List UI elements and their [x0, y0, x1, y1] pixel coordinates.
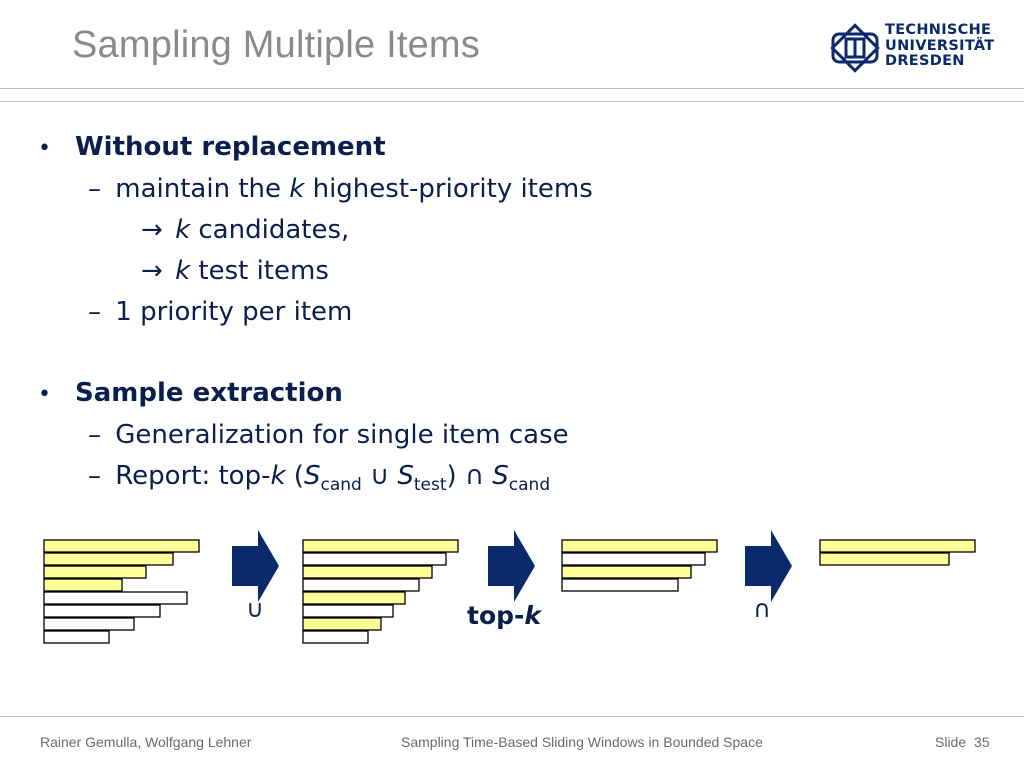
subscript-cand: cand: [320, 475, 362, 495]
bar-groups: [43, 539, 976, 644]
footer-slide-number: Slide 35: [935, 734, 990, 750]
header-rule-top: [0, 88, 1024, 89]
subscript-cand: cand: [508, 475, 551, 495]
priority-bar: [302, 565, 433, 579]
logo-wordmark: TECHNISCHE UNIVERSITÄT DRESDEN: [885, 22, 995, 70]
priority-bar: [302, 539, 459, 553]
logo-line-1: TECHNISCHE: [885, 22, 992, 38]
priority-bar: [302, 591, 406, 605]
arrow-intersect: ∩: [745, 530, 792, 623]
logo-line-3: DRESDEN: [885, 53, 965, 69]
priority-bar: [43, 565, 147, 579]
sub-bullet-generalization: – Generalization for single item case: [88, 420, 569, 450]
right-arrow-icon: →: [141, 215, 163, 245]
priority-bar: [43, 617, 135, 631]
k-variable: k: [175, 256, 191, 286]
union-operator: ∪: [246, 595, 264, 623]
text: maintain the: [115, 174, 290, 204]
priority-bar: [561, 565, 692, 579]
text: test items: [190, 256, 329, 286]
priority-bar: [43, 604, 161, 618]
intersect-symbol: ∩: [464, 461, 493, 491]
priority-bar: [302, 604, 394, 618]
slide-label: Slide: [935, 734, 967, 750]
dash: –: [88, 297, 101, 327]
arrow-union: ∪: [232, 530, 279, 623]
priority-bar: [302, 552, 447, 566]
text: candidates,: [190, 215, 350, 245]
priority-bar: [302, 617, 382, 631]
priority-bar: [302, 630, 369, 644]
subscript-test: test: [413, 475, 447, 495]
header-rule-bottom: [0, 101, 1024, 102]
s-variable: S: [397, 461, 414, 491]
s-variable: S: [492, 461, 509, 491]
text: 1 priority per item: [115, 297, 353, 327]
topk-operator: top-k: [467, 601, 542, 630]
priority-bar: [43, 630, 110, 644]
intersect-operator: ∩: [753, 595, 771, 623]
right-arrow-icon: [745, 530, 792, 602]
priority-bar: [819, 539, 976, 553]
k-variable: k: [270, 461, 286, 491]
topk-label: top-: [467, 601, 524, 630]
priority-bar: [561, 552, 706, 566]
bullet-sample-extraction: Sample extraction: [75, 378, 343, 408]
priority-bar: [43, 591, 188, 605]
slide-title: Sampling Multiple Items: [72, 24, 480, 66]
bullet-marker: •: [38, 382, 51, 407]
bullet-marker: •: [38, 136, 51, 161]
dash: –: [88, 420, 101, 450]
footer-rule: [0, 716, 1024, 717]
priority-bar: [43, 539, 200, 553]
k-variable: k: [289, 174, 305, 204]
text: ): [446, 461, 465, 491]
text: highest-priority items: [304, 174, 593, 204]
logo-line-2: UNIVERSITÄT: [885, 37, 995, 54]
sub-bullet-report: – Report: top-k (Scand ∪ Stest) ∩ Scand: [88, 461, 550, 495]
slide-number: 35: [974, 734, 990, 750]
dash: –: [88, 174, 101, 204]
priority-bar: [43, 552, 174, 566]
union-symbol: ∪: [361, 461, 398, 491]
dash: –: [88, 461, 101, 491]
text: Report: top-: [115, 461, 271, 491]
bullet-without-replacement: Without replacement: [75, 132, 386, 162]
right-arrow-icon: [232, 530, 279, 602]
right-arrow-icon: [488, 530, 535, 602]
priority-bar: [43, 578, 123, 592]
tu-dresden-logo: TECHNISCHE UNIVERSITÄT DRESDEN: [830, 22, 1000, 75]
k-variable: k: [175, 215, 191, 245]
arrow-line-candidates: → k candidates,: [141, 215, 349, 245]
tu-dresden-emblem-icon: [830, 23, 880, 73]
priority-bar: [561, 539, 718, 553]
k-variable: k: [524, 601, 542, 630]
sub-bullet-maintain-k: – maintain the k highest-priority items: [88, 174, 593, 204]
sub-bullet-priority: – 1 priority per item: [88, 297, 352, 327]
sampling-diagram: ∪ top-k ∩: [43, 530, 976, 644]
priority-bar: [819, 552, 950, 566]
arrow-line-test-items: → k test items: [141, 256, 329, 286]
footer-talk-title: Sampling Time-Based Sliding Windows in B…: [401, 734, 763, 750]
right-arrow-icon: →: [141, 256, 163, 286]
priority-bar: [561, 578, 679, 592]
priority-bar: [302, 578, 420, 592]
text: (: [285, 461, 304, 491]
footer-authors: Rainer Gemulla, Wolfgang Lehner: [40, 734, 252, 750]
s-variable: S: [303, 461, 321, 491]
arrow-topk: top-k: [467, 530, 542, 630]
text: Generalization for single item case: [115, 420, 569, 450]
